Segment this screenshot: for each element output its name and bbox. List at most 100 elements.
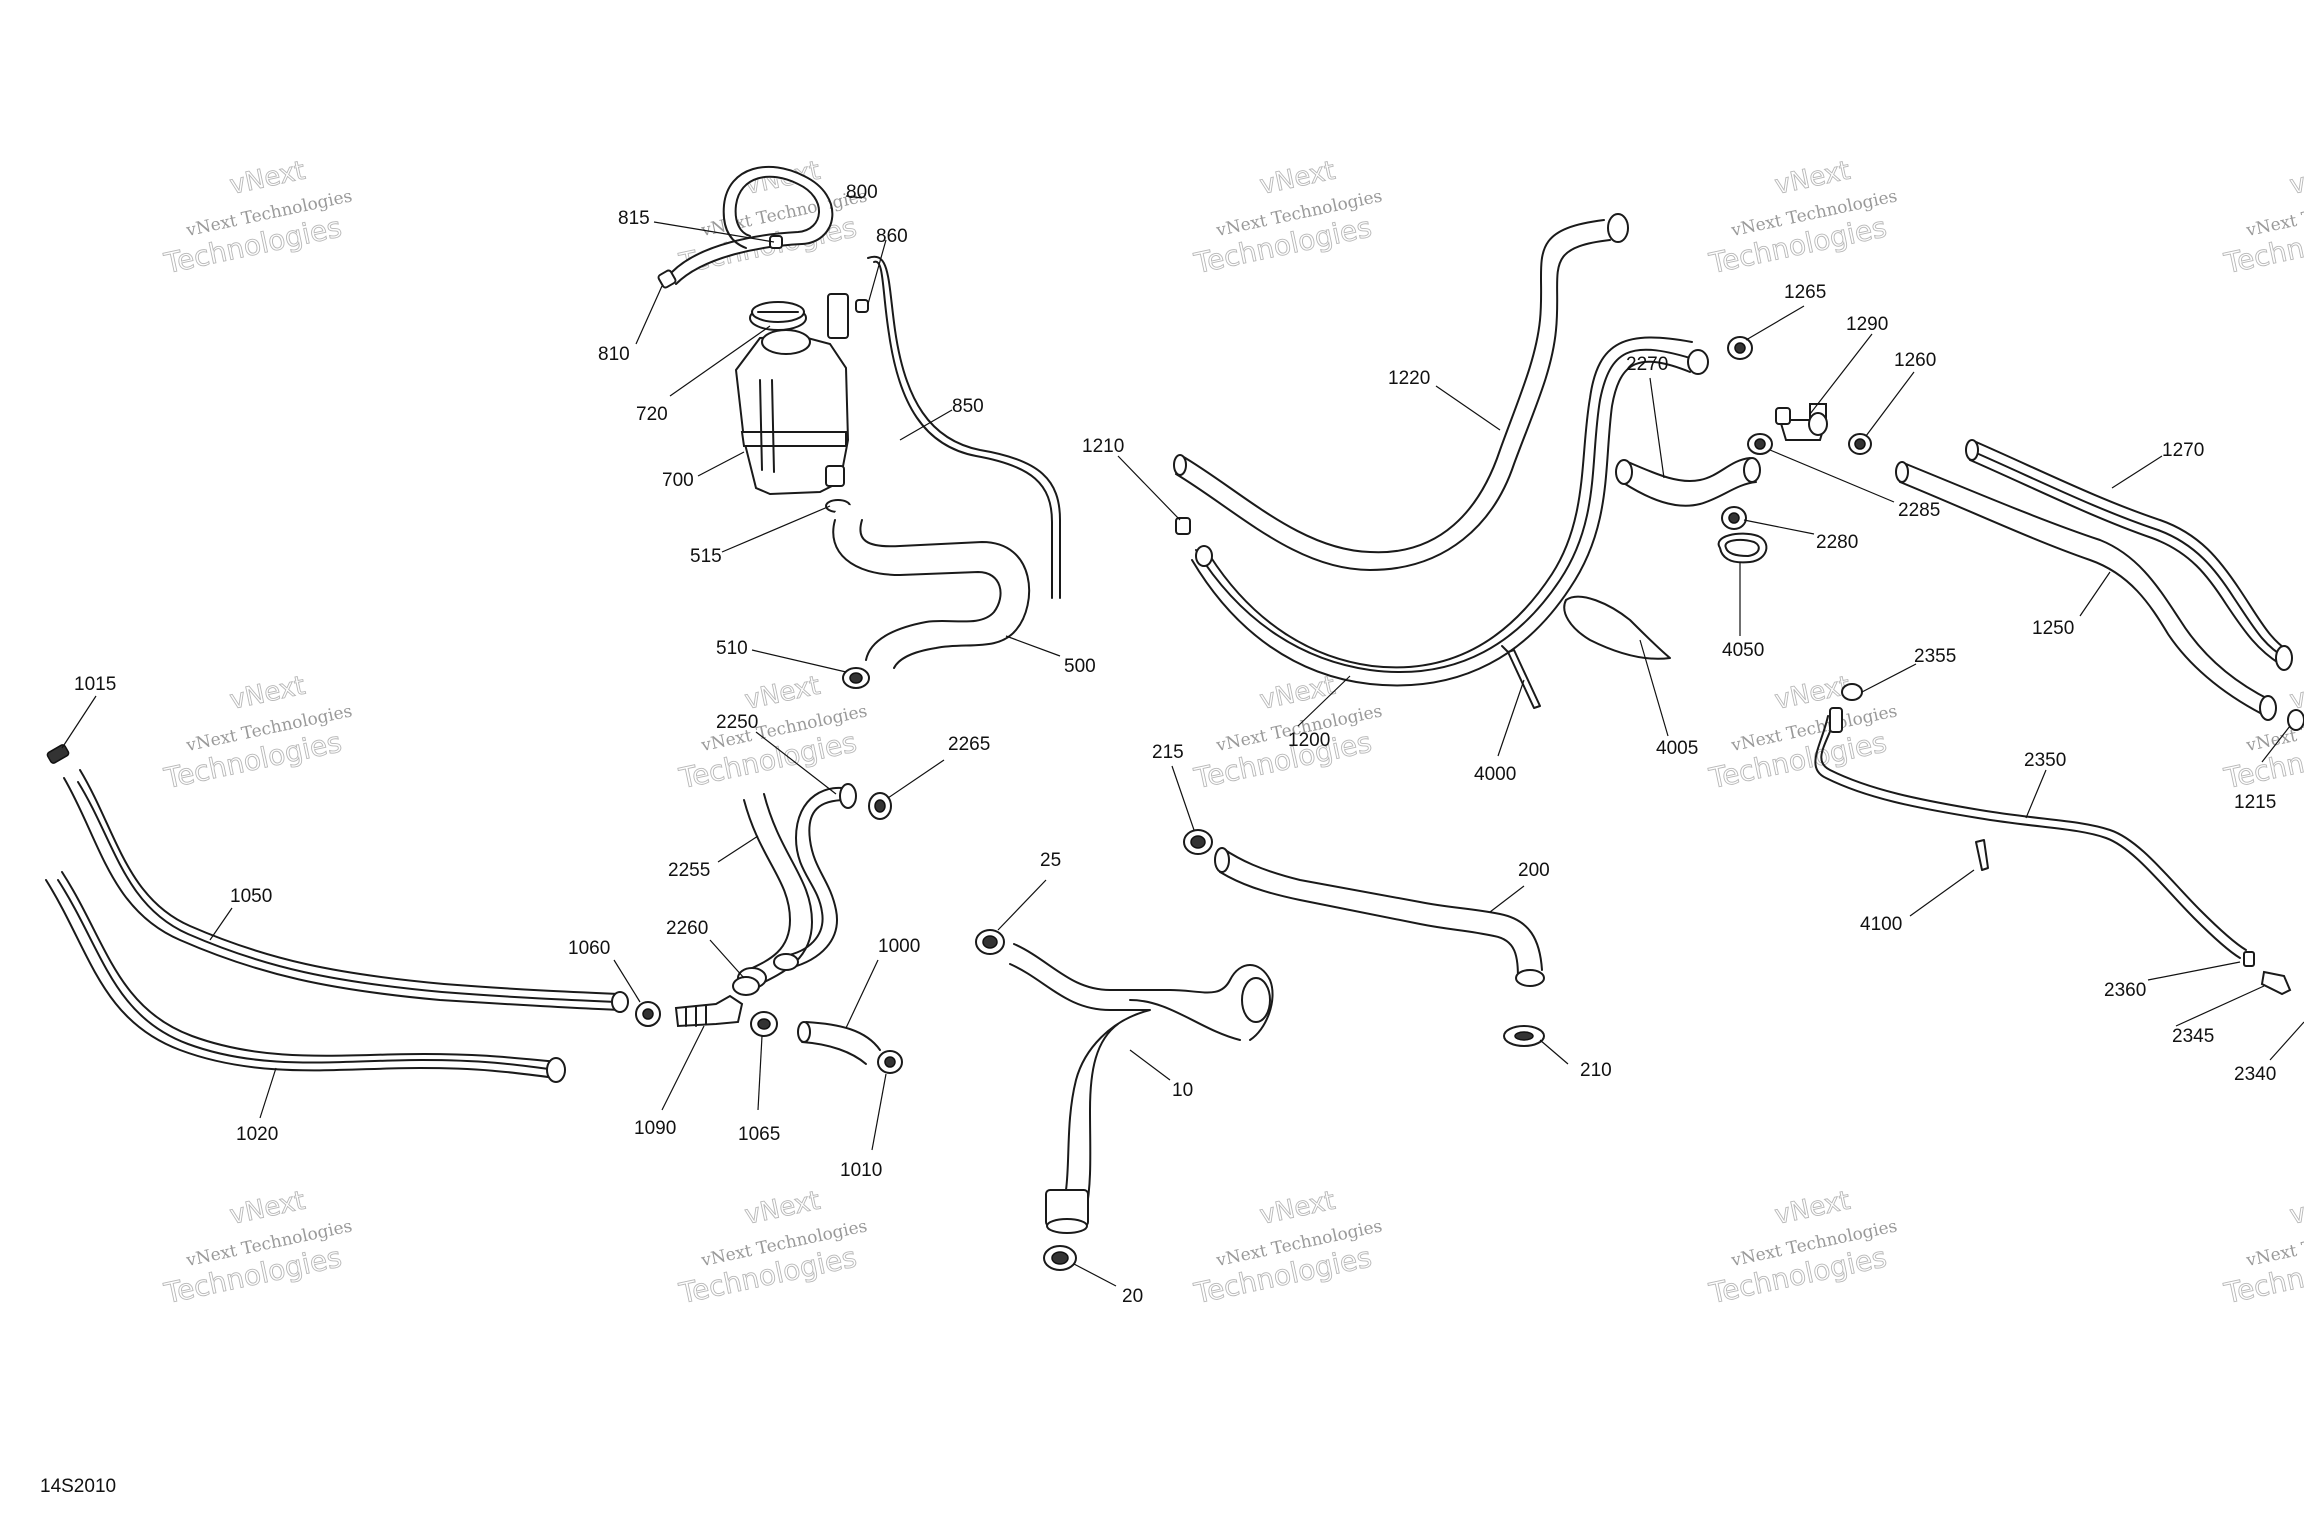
watermark-text: vNext — [742, 671, 823, 716]
leader-1270 — [2111, 455, 2163, 489]
watermark-text: vNext — [1772, 156, 1853, 201]
part-25-clamp — [975, 929, 1005, 955]
part-1215-clamp — [2287, 709, 2304, 731]
part-1000-hose — [797, 1021, 881, 1065]
callout-1050: 1050 — [230, 886, 272, 907]
callout-1210: 1210 — [1082, 436, 1124, 457]
part-210-clamp — [1503, 1025, 1545, 1047]
watermark-text: vNext — [227, 156, 308, 201]
watermark-text: vNext — [1257, 671, 1338, 716]
part-20-clamp — [1043, 1245, 1077, 1271]
watermark-text: vNext — [742, 1186, 823, 1231]
callout-700: 700 — [662, 470, 694, 491]
part-850-tube — [855, 255, 1061, 599]
part-2270-hose — [1615, 457, 1761, 507]
leader-510 — [751, 649, 847, 673]
part-1065-clamp — [750, 1011, 778, 1037]
callout-810: 810 — [598, 344, 630, 365]
leader-2285 — [1769, 449, 1895, 503]
leader-20 — [1073, 1263, 1117, 1287]
part-2260-clamp — [732, 976, 760, 996]
leader-700 — [697, 451, 745, 477]
callout-1265: 1265 — [1784, 282, 1826, 303]
callout-515: 515 — [690, 546, 722, 567]
callout-2340: 2340 — [2234, 1064, 2276, 1085]
callout-1000: 1000 — [878, 936, 920, 957]
leader-4000 — [1497, 679, 1525, 757]
callout-210: 210 — [1580, 1060, 1612, 1081]
part-1270-hose — [1965, 439, 2293, 671]
callout-4100: 4100 — [1860, 914, 1902, 935]
leader-2255 — [717, 835, 759, 863]
callout-2280: 2280 — [1816, 532, 1858, 553]
callout-10: 10 — [1172, 1080, 1193, 1101]
callout-2285: 2285 — [1898, 500, 1940, 521]
leader-2345 — [2175, 985, 2265, 1027]
leader-1220 — [1435, 385, 1501, 431]
leader-2350 — [2025, 769, 2047, 819]
callout-2265: 2265 — [948, 734, 990, 755]
watermark-text: vNext — [1257, 1186, 1338, 1231]
callout-800: 800 — [846, 182, 878, 203]
callout-500: 500 — [1064, 656, 1096, 677]
part-2265-clamp — [868, 792, 892, 820]
callout-720: 720 — [636, 404, 668, 425]
callout-215: 215 — [1152, 742, 1184, 763]
callout-4000: 4000 — [1474, 764, 1516, 785]
part-510-clamp — [842, 667, 870, 689]
part-1090-connector — [674, 994, 744, 1028]
part-2250-hose — [773, 783, 857, 971]
callout-815: 815 — [618, 208, 650, 229]
part-1210-fitting — [1175, 517, 1191, 535]
callout-2260: 2260 — [666, 918, 708, 939]
part-2280-clamp — [1721, 506, 1747, 530]
callout-20: 20 — [1122, 1286, 1143, 1307]
callout-510: 510 — [716, 638, 748, 659]
part-2355-cap — [1841, 683, 1863, 701]
leader-800 — [845, 195, 863, 199]
leader-1065 — [757, 1035, 763, 1111]
callout-860: 860 — [876, 226, 908, 247]
callout-1215: 1215 — [2234, 792, 2276, 813]
parts-layer — [45, 165, 2304, 1271]
callout-1060: 1060 — [568, 938, 610, 959]
part-215-clamp — [1183, 829, 1213, 855]
leader-25 — [997, 879, 1047, 931]
part-2360-fitting — [2243, 951, 2255, 967]
part-2345-fitting — [2260, 970, 2292, 996]
part-4005-tie — [1563, 595, 1671, 660]
callout-2350: 2350 — [2024, 750, 2066, 771]
leader-1090 — [661, 1025, 705, 1111]
part-700-reservoir — [734, 293, 850, 496]
part-1290-fitting — [1775, 403, 1828, 441]
watermark-text: vNext — [1257, 156, 1338, 201]
watermark-text: vNext — [1772, 1186, 1853, 1231]
leader-1000 — [845, 959, 879, 1029]
leader-2340 — [2269, 1021, 2304, 1061]
callout-850: 850 — [952, 396, 984, 417]
callout-1200: 1200 — [1288, 730, 1330, 751]
watermark-text: vNext — [227, 1186, 308, 1231]
leader-1250 — [2079, 571, 2111, 617]
part-1200-hose — [1191, 336, 1709, 687]
leader-200 — [1489, 885, 1525, 913]
part-1250-hose — [1895, 461, 2277, 721]
callout-1220: 1220 — [1388, 368, 1430, 389]
part-4100-tie — [1975, 839, 1989, 871]
callout-1290: 1290 — [1846, 314, 1888, 335]
leader-2270 — [1649, 377, 1665, 479]
part-1060-clamp — [635, 1001, 661, 1027]
part-4000-tie — [1501, 645, 1541, 709]
callout-2355: 2355 — [1914, 646, 1956, 667]
leader-1010 — [871, 1073, 887, 1151]
leader-1200 — [1297, 675, 1351, 727]
callout-25: 25 — [1040, 850, 1061, 871]
leader-515 — [721, 505, 831, 553]
